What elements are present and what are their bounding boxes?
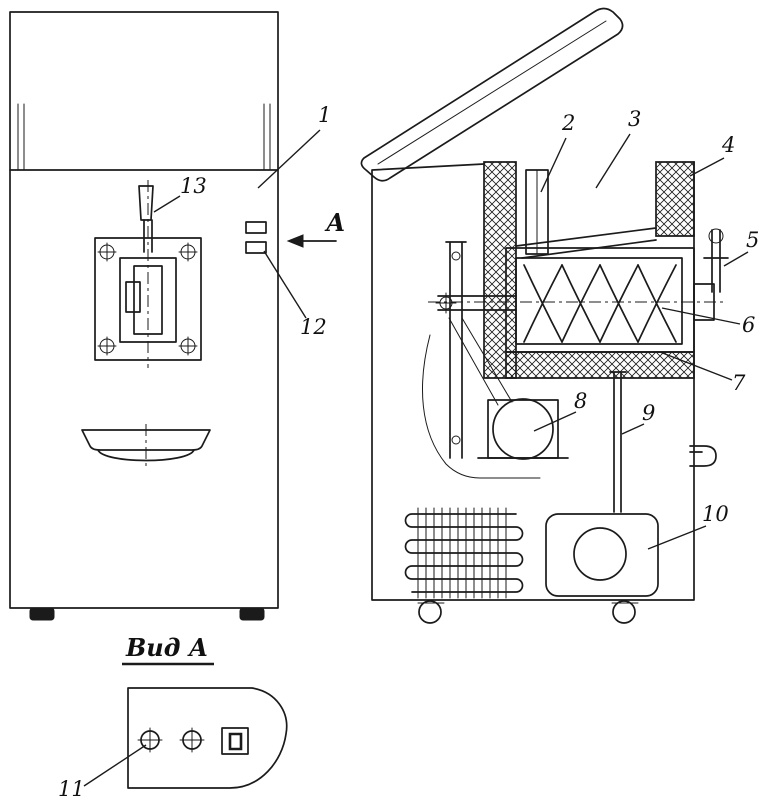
callout-line-4 bbox=[690, 158, 724, 176]
callout-line-5 bbox=[724, 252, 748, 266]
panel-switch-rocker bbox=[230, 734, 241, 749]
callout-label-3: 3 bbox=[628, 107, 641, 131]
drain-rod bbox=[610, 372, 626, 512]
callout-line-8 bbox=[534, 412, 576, 431]
callout-line-12 bbox=[264, 251, 306, 318]
view-direction-arrow: А bbox=[288, 208, 346, 247]
control-button-top bbox=[246, 222, 266, 233]
compressor-housing bbox=[546, 514, 658, 596]
freezing-cylinder-outer bbox=[506, 248, 694, 352]
insulation-right-wall bbox=[656, 162, 694, 236]
auger-blades-right bbox=[524, 265, 676, 342]
hopper-sloped-floor bbox=[516, 228, 656, 258]
bolt-cross-marks bbox=[98, 243, 197, 355]
callout-line-2 bbox=[541, 138, 566, 192]
compressor-dome bbox=[574, 528, 626, 580]
cabinet-outline bbox=[10, 12, 278, 608]
support-bolt bbox=[452, 252, 460, 260]
view-arrow-letter: А bbox=[324, 208, 346, 237]
callout-line-13 bbox=[154, 196, 180, 212]
control-panel-outline bbox=[128, 688, 287, 788]
front-view bbox=[10, 12, 278, 620]
side-view bbox=[361, 9, 728, 624]
dispense-valve-body bbox=[134, 266, 162, 334]
detail-view-a: Вид А bbox=[122, 633, 287, 788]
insulation-bottom bbox=[506, 352, 694, 378]
panel-button-cross-marks bbox=[138, 728, 204, 752]
tap-fitting-knob bbox=[709, 229, 723, 243]
caster-left bbox=[419, 601, 441, 623]
condenser-serpentine-tube bbox=[406, 514, 523, 592]
callout-label-2: 2 bbox=[561, 111, 575, 135]
callout-label-4: 4 bbox=[721, 133, 735, 157]
callout-label-11: 11 bbox=[58, 777, 85, 801]
callout-label-12: 12 bbox=[300, 315, 327, 339]
faceplate-inner-frame bbox=[120, 258, 176, 342]
callouts: 1 2 3 4 5 6 7 8 9 10 11 12 13 bbox=[58, 103, 759, 801]
callout-line-1 bbox=[258, 130, 320, 188]
callout-label-13: 13 bbox=[180, 174, 207, 198]
refrigerant-pipe bbox=[422, 335, 540, 478]
support-bolt bbox=[452, 436, 460, 444]
support-plate bbox=[446, 242, 466, 458]
callout-label-1: 1 bbox=[318, 103, 331, 127]
valve-latch bbox=[126, 282, 140, 312]
callout-label-6: 6 bbox=[742, 313, 755, 337]
callout-line-10 bbox=[648, 526, 706, 549]
dispense-lever-handle bbox=[139, 186, 153, 220]
bin-post-left bbox=[18, 104, 24, 170]
callout-label-5: 5 bbox=[746, 228, 759, 252]
motor-housing bbox=[488, 400, 558, 458]
drive-belt bbox=[449, 318, 512, 405]
freezing-cylinder-inner bbox=[516, 258, 682, 344]
callout-label-7: 7 bbox=[732, 371, 746, 395]
front-foot-right bbox=[240, 608, 264, 620]
callout-line-3 bbox=[596, 134, 630, 188]
control-button-bottom bbox=[246, 242, 266, 253]
view-arrow-head bbox=[288, 235, 303, 247]
motor-body bbox=[493, 399, 553, 459]
front-foot-left bbox=[30, 608, 54, 620]
auger-blades-left bbox=[524, 265, 676, 342]
callout-line-7 bbox=[660, 352, 732, 380]
callout-label-9: 9 bbox=[642, 401, 655, 425]
spigot-hook bbox=[690, 446, 716, 466]
faceplate bbox=[95, 238, 201, 360]
insulation-left-wall bbox=[484, 162, 516, 378]
drip-tray-bowl bbox=[98, 450, 194, 461]
callout-label-10: 10 bbox=[702, 502, 729, 526]
lid bbox=[361, 9, 622, 181]
callout-line-6 bbox=[662, 308, 740, 324]
tap-fitting bbox=[704, 230, 728, 292]
callout-line-11 bbox=[84, 745, 146, 786]
drive-shaft bbox=[438, 296, 516, 310]
callout-label-8: 8 bbox=[574, 389, 587, 413]
caster-right bbox=[613, 601, 635, 623]
lid-inner-line bbox=[378, 21, 606, 164]
body-outline bbox=[372, 162, 694, 600]
detail-view-title: Вид А bbox=[125, 633, 208, 662]
bin-post-right bbox=[264, 104, 270, 170]
bearing-cross-mark bbox=[436, 293, 456, 313]
drip-tray-rim bbox=[82, 430, 210, 450]
callout-line-9 bbox=[622, 424, 644, 434]
panel-switch bbox=[222, 728, 248, 754]
dispense-lever-stem bbox=[144, 220, 152, 252]
